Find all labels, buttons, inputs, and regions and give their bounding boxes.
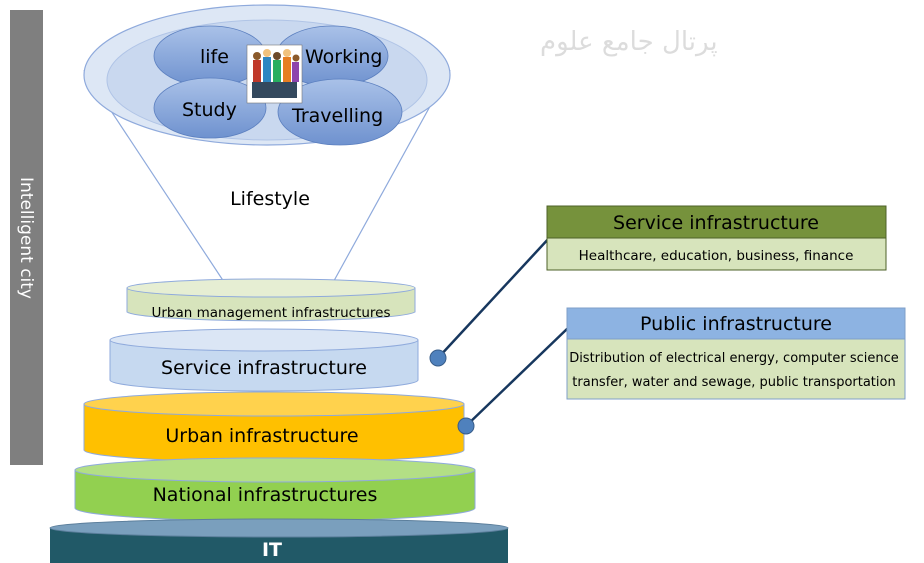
side-label: Intelligent city <box>16 177 36 299</box>
lifestyle-caption: Lifestyle <box>230 188 310 210</box>
connector-dot-service <box>429 349 447 367</box>
callout-public-infrastructure: Public infrastructure Distribution of el… <box>566 307 906 400</box>
watermark: پرتال جامع علوم <box>540 27 718 57</box>
layer-urban-infrastructure: Urban infrastructure <box>83 391 465 463</box>
activity-travelling: Travelling <box>291 105 383 127</box>
callout-body-line1: Distribution of electrical energy, compu… <box>569 351 899 366</box>
layer-label: National infrastructures <box>153 484 378 506</box>
connector-public <box>465 327 569 427</box>
lifestyle-blobs <box>153 25 403 146</box>
connector-service <box>437 235 552 359</box>
layer-label: Urban management infrastructures <box>151 305 390 321</box>
side-bar <box>10 10 43 465</box>
layer-label: Service infrastructure <box>161 357 367 379</box>
activity-life: life <box>200 46 229 68</box>
layer-it: IT <box>49 518 509 563</box>
layer-urban-management: Urban management infrastructures <box>126 278 416 322</box>
callout-body: Healthcare, education, business, finance <box>579 248 854 264</box>
callout-service-infrastructure: Service infrastructure Healthcare, educa… <box>546 205 887 271</box>
people-crowd-icon <box>246 44 303 104</box>
activity-working: Working <box>305 46 383 68</box>
connector-dot-public <box>457 417 475 435</box>
callout-title: Service infrastructure <box>613 212 819 234</box>
layer-label: Urban infrastructure <box>165 425 358 447</box>
activity-study: Study <box>182 99 237 121</box>
layer-service-infrastructure: Service infrastructure <box>109 328 419 392</box>
layer-label: IT <box>262 539 282 561</box>
callout-title: Public infrastructure <box>640 313 832 335</box>
layer-national-infrastructures: National infrastructures <box>74 457 476 522</box>
callout-body-line2: transfer, water and sewage, public trans… <box>572 375 895 390</box>
